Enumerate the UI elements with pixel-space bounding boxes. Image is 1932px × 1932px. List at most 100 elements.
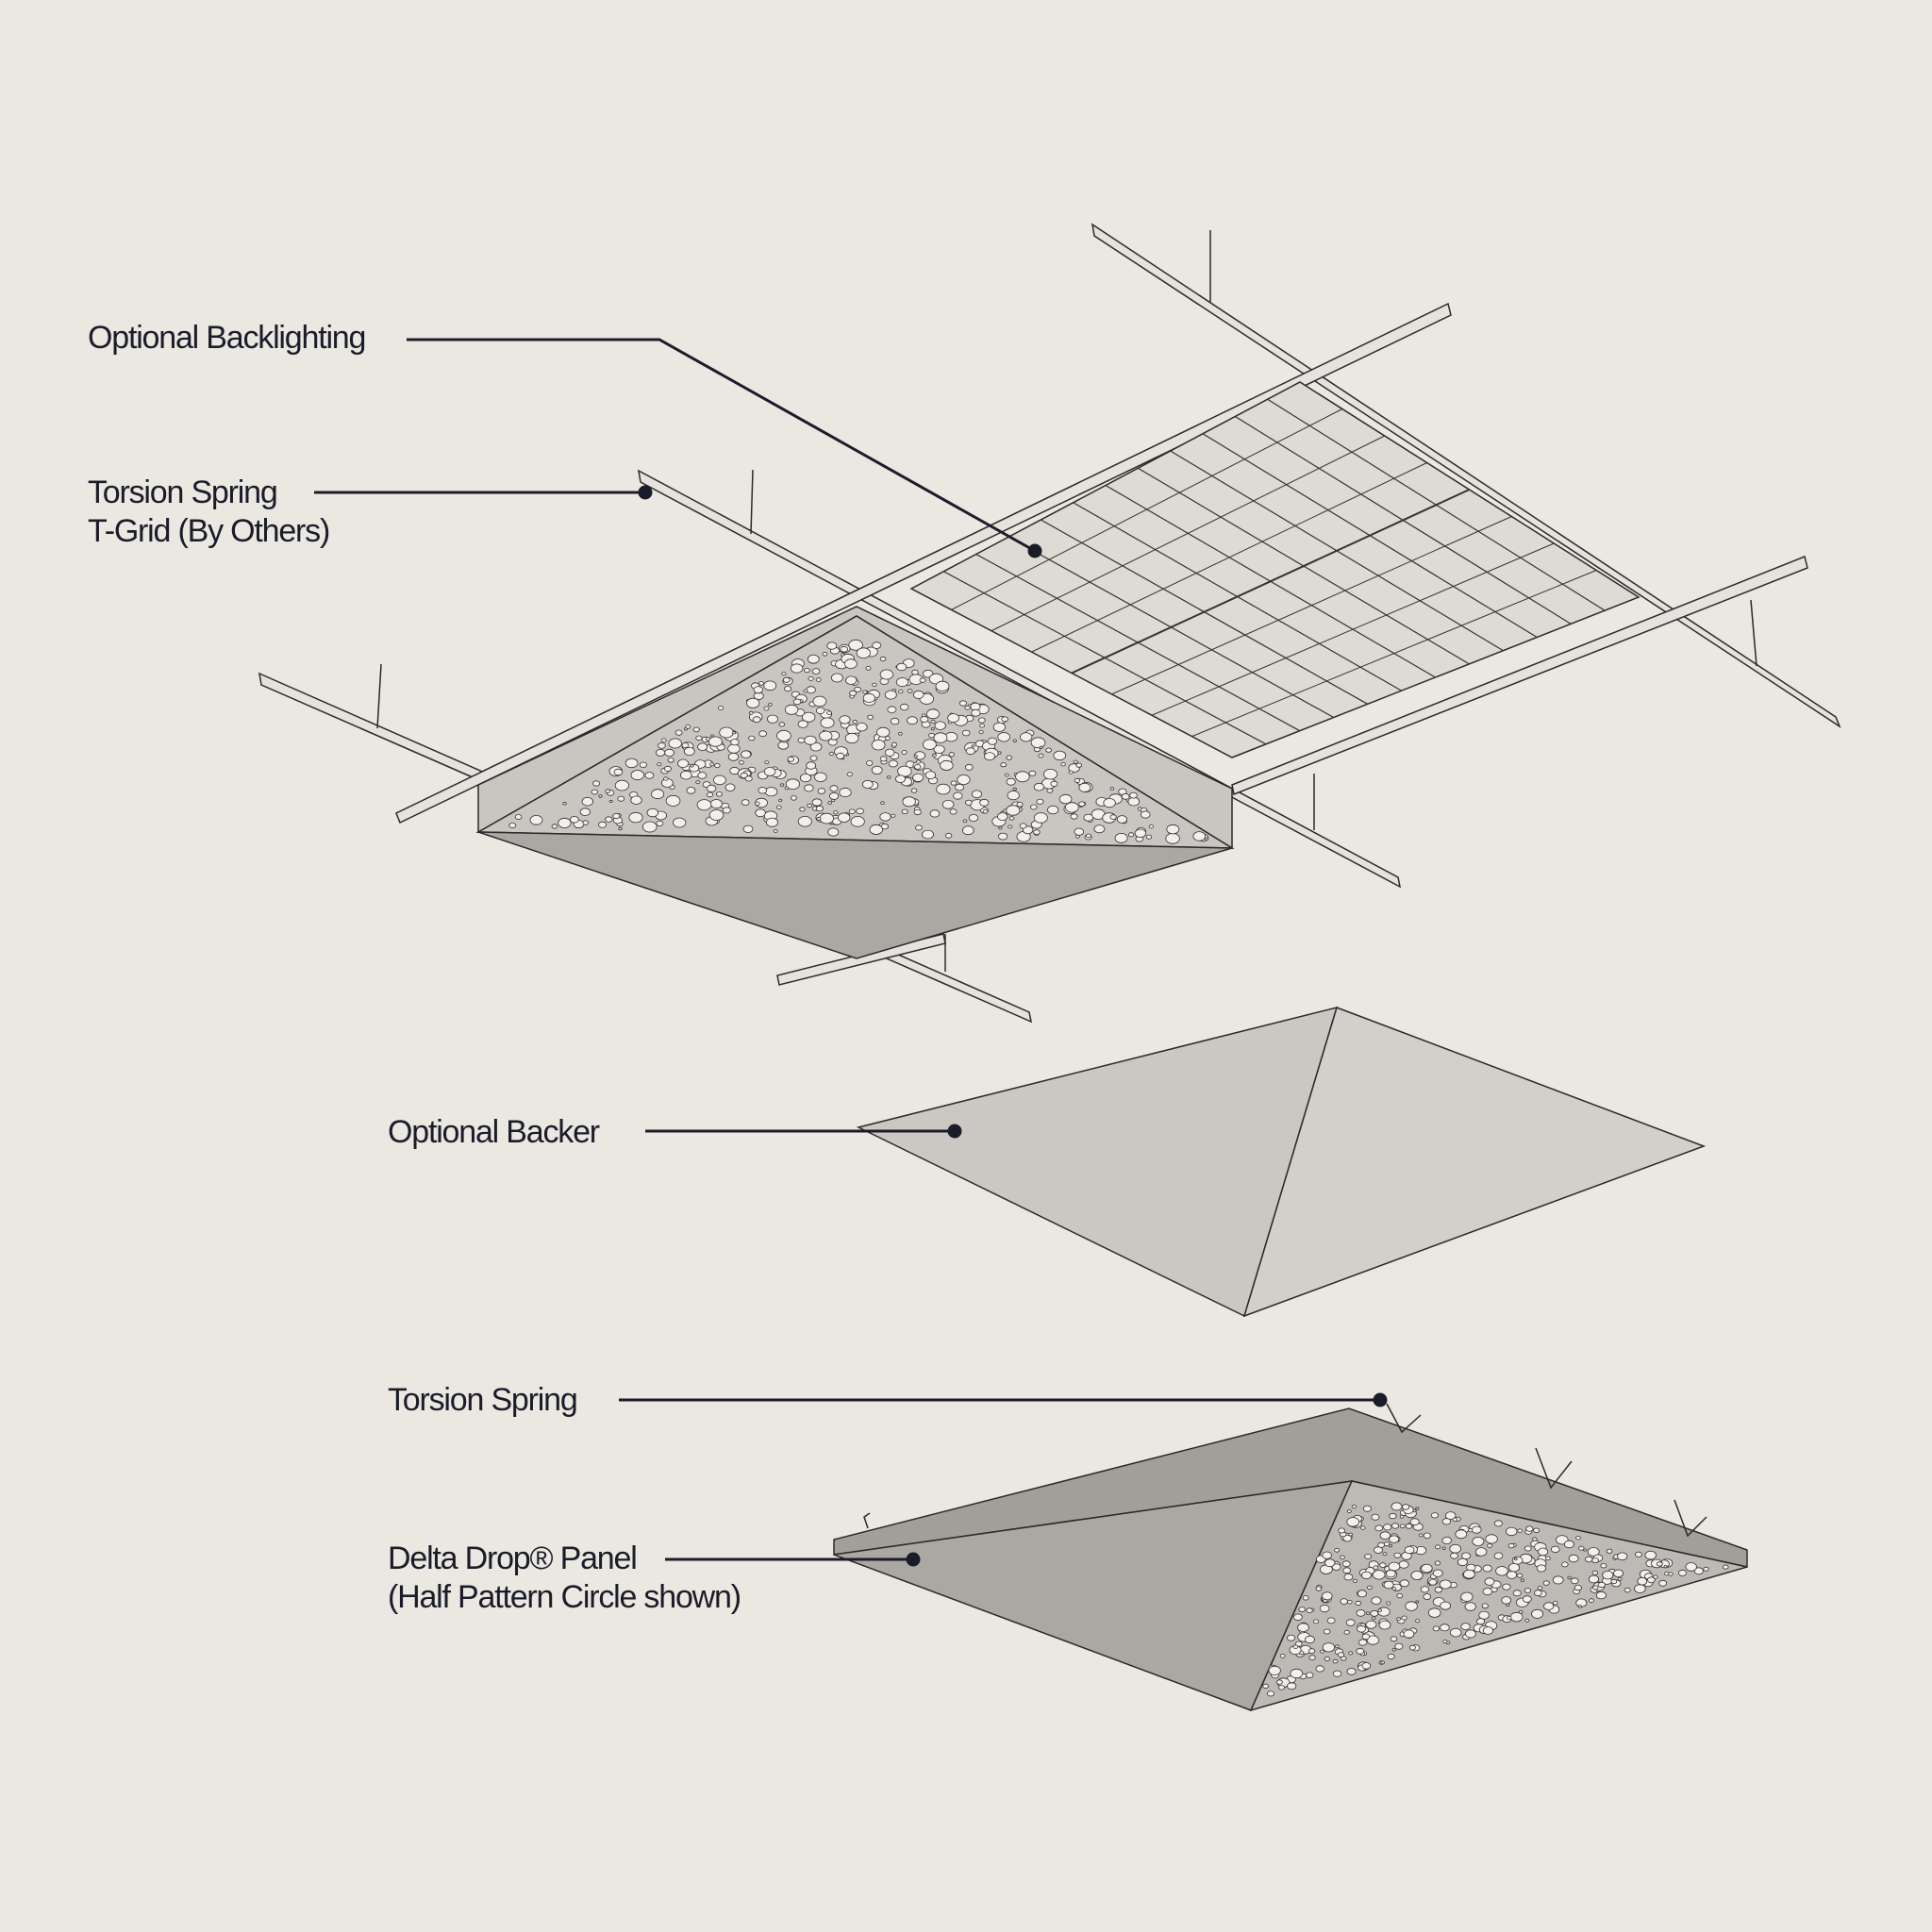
perforation-hole — [1441, 1518, 1452, 1525]
perforation-hole — [1394, 1642, 1404, 1650]
perforation-hole — [625, 758, 639, 769]
perforation-pattern — [1262, 1502, 1729, 1697]
perforation-hole — [1482, 1626, 1494, 1635]
perforation-hole — [1399, 1579, 1409, 1588]
perforation-hole — [686, 787, 696, 794]
perforation-hole — [1502, 1583, 1511, 1591]
perforation-hole — [808, 676, 814, 681]
perforation-hole — [953, 791, 963, 800]
perforation-hole — [977, 717, 986, 724]
perforation-hole — [1033, 812, 1048, 824]
perforation-hole — [1415, 1619, 1421, 1623]
perforation-hole — [895, 774, 907, 783]
perforation-hole — [1030, 737, 1046, 749]
perforation-hole — [719, 726, 734, 739]
perforation-hole — [763, 767, 776, 776]
perforation-hole — [675, 729, 683, 736]
perforation-hole — [708, 809, 724, 821]
perforation-hole — [1278, 1685, 1286, 1690]
perforation-hole — [867, 714, 874, 720]
leader-dot — [1027, 543, 1042, 558]
perforation-hole — [1075, 762, 1082, 768]
perforation-hole — [1450, 1552, 1458, 1559]
perforation-hole — [1613, 1569, 1624, 1577]
perforation-hole — [767, 714, 779, 724]
perforation-hole — [971, 790, 983, 799]
perforation-hole — [958, 700, 967, 707]
label-line: Delta Drop® Panel — [388, 1541, 638, 1576]
backlighting-led-strips — [943, 398, 1606, 745]
leader-dot — [1373, 1392, 1388, 1407]
leader-dot — [906, 1552, 921, 1567]
perforation-hole — [1033, 829, 1041, 836]
perforation-hole — [1545, 1556, 1551, 1560]
perforation-hole — [1568, 1554, 1579, 1563]
perforation-hole — [1370, 1609, 1379, 1617]
perforation-hole — [797, 815, 812, 827]
perforation-hole — [950, 780, 958, 786]
perforation-hole — [1591, 1570, 1598, 1575]
perforation-hole — [1006, 755, 1012, 760]
leader-lines — [314, 338, 1388, 1567]
perforation-hole — [888, 759, 898, 768]
perforation-hole — [1585, 1556, 1593, 1563]
perforation-hole — [921, 713, 926, 718]
perforation-hole — [965, 747, 975, 756]
perforation-hole — [1335, 1644, 1340, 1648]
perforation-hole — [804, 667, 810, 674]
perforation-hole — [804, 735, 817, 745]
perforation-hole — [987, 737, 998, 745]
perforation-hole — [850, 816, 865, 827]
perforation-hole — [1507, 1542, 1515, 1549]
perforation-pattern — [508, 639, 1209, 844]
perforation-hole — [1415, 1600, 1420, 1604]
perforation-hole — [1678, 1569, 1688, 1576]
perforation-hole — [1398, 1560, 1409, 1569]
perforation-hole — [1389, 1535, 1400, 1543]
perforation-hole — [826, 641, 838, 650]
perforation-hole — [940, 759, 954, 771]
perforation-hole — [663, 776, 669, 781]
perforation-hole — [1341, 1560, 1351, 1568]
perforation-hole — [854, 686, 861, 692]
perforation-hole — [978, 730, 984, 735]
perforation-hole — [1315, 1586, 1323, 1591]
perforation-hole — [866, 760, 874, 766]
perforation-hole — [1342, 1534, 1353, 1542]
perforation-hole — [1343, 1629, 1350, 1635]
perforation-hole — [1444, 1511, 1457, 1520]
perforation-hole — [758, 681, 764, 686]
perforation-hole — [1140, 810, 1151, 819]
perforation-hole — [876, 726, 891, 738]
perforation-hole — [1007, 790, 1020, 801]
perforation-hole — [696, 799, 712, 811]
perforation-hole — [1148, 824, 1155, 829]
perforation-hole — [831, 798, 836, 803]
perforation-hole — [1127, 796, 1141, 807]
perforation-hole — [1703, 1566, 1709, 1572]
perforation-hole — [1050, 780, 1058, 788]
perforation-hole — [1276, 1679, 1283, 1685]
perforation-hole — [962, 819, 968, 824]
perforation-hole — [998, 832, 1008, 841]
perforation-hole — [971, 744, 975, 748]
perforation-hole — [879, 669, 894, 680]
perforation-hole — [1383, 1580, 1394, 1590]
perforation-hole — [933, 732, 948, 743]
perforation-hole — [1348, 1532, 1353, 1537]
perforation-hole — [1036, 798, 1044, 805]
perforation-hole — [1589, 1598, 1594, 1603]
perforation-hole — [1351, 1505, 1357, 1509]
perforation-hole — [1016, 802, 1024, 808]
perforation-hole — [1019, 823, 1027, 829]
perforation-hole — [1597, 1581, 1606, 1589]
perforation-hole — [1396, 1593, 1404, 1599]
perforation-hole — [848, 808, 856, 814]
perforation-hole — [865, 666, 872, 671]
perforation-hole — [955, 783, 965, 791]
perforation-hole — [598, 821, 608, 828]
perforation-hole — [1383, 1541, 1391, 1547]
perforation-hole — [744, 775, 753, 782]
perforation-hole — [1635, 1551, 1642, 1557]
